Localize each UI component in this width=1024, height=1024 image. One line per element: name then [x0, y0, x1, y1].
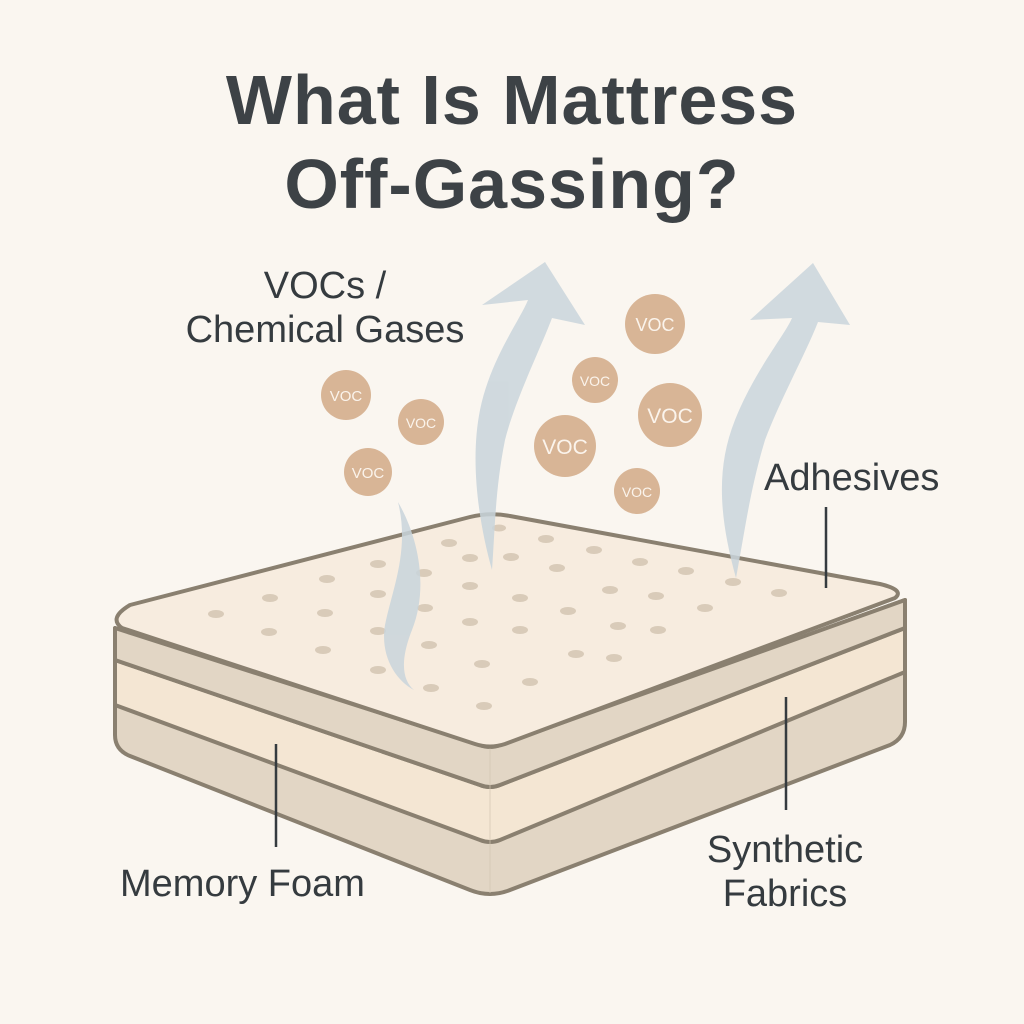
gas-arrow-right: [721, 263, 850, 578]
svg-text:VOC: VOC: [580, 373, 610, 389]
ventilation-dots: [208, 524, 787, 710]
mattress-top-surface: [114, 512, 900, 749]
voc-bubble: VOC: [614, 468, 660, 514]
synthetic-fabrics-line-1: Synthetic: [706, 829, 864, 871]
page-title: What Is Mattress Off-Gassing?: [0, 58, 1024, 226]
voc-bubble: VOC: [638, 383, 702, 447]
synthetic-fabrics-line-2: Fabrics: [722, 873, 848, 915]
svg-text:VOC: VOC: [352, 465, 385, 482]
svg-text:VOC: VOC: [542, 436, 588, 459]
svg-text:VOC: VOC: [647, 405, 693, 428]
title-line-2: Off-Gassing?: [284, 145, 740, 223]
title-line-1: What Is Mattress: [225, 61, 799, 139]
mattress: [113, 512, 907, 896]
gas-wisp-left: [384, 502, 421, 690]
voc-bubble: VOC: [534, 415, 596, 477]
memory-foam-label: Memory Foam: [120, 863, 365, 905]
voc-bubble: VOC: [344, 448, 392, 496]
svg-text:VOC: VOC: [406, 415, 436, 431]
svg-text:VOC: VOC: [635, 315, 674, 335]
vocs-label-line-2: Chemical Gases: [185, 309, 465, 351]
voc-bubble: VOC: [625, 294, 685, 354]
synthetic-fabrics-label: Synthetic Fabrics: [680, 828, 890, 916]
svg-text:VOC: VOC: [330, 388, 363, 405]
adhesives-label: Adhesives: [764, 457, 940, 499]
voc-bubble: VOC: [321, 370, 371, 420]
vocs-label-line-1: VOCs /: [263, 265, 387, 307]
gas-arrows: [384, 262, 850, 690]
voc-bubbles: VOC VOC VOC VOC VOC VOC VOC VOC: [321, 294, 702, 514]
svg-text:VOC: VOC: [622, 484, 652, 500]
voc-bubble: VOC: [398, 399, 444, 445]
voc-bubble: VOC: [572, 357, 618, 403]
leader-lines: [274, 507, 828, 847]
vocs-label: VOCs / Chemical Gases: [150, 264, 500, 352]
gas-arrow-center: [475, 262, 585, 570]
